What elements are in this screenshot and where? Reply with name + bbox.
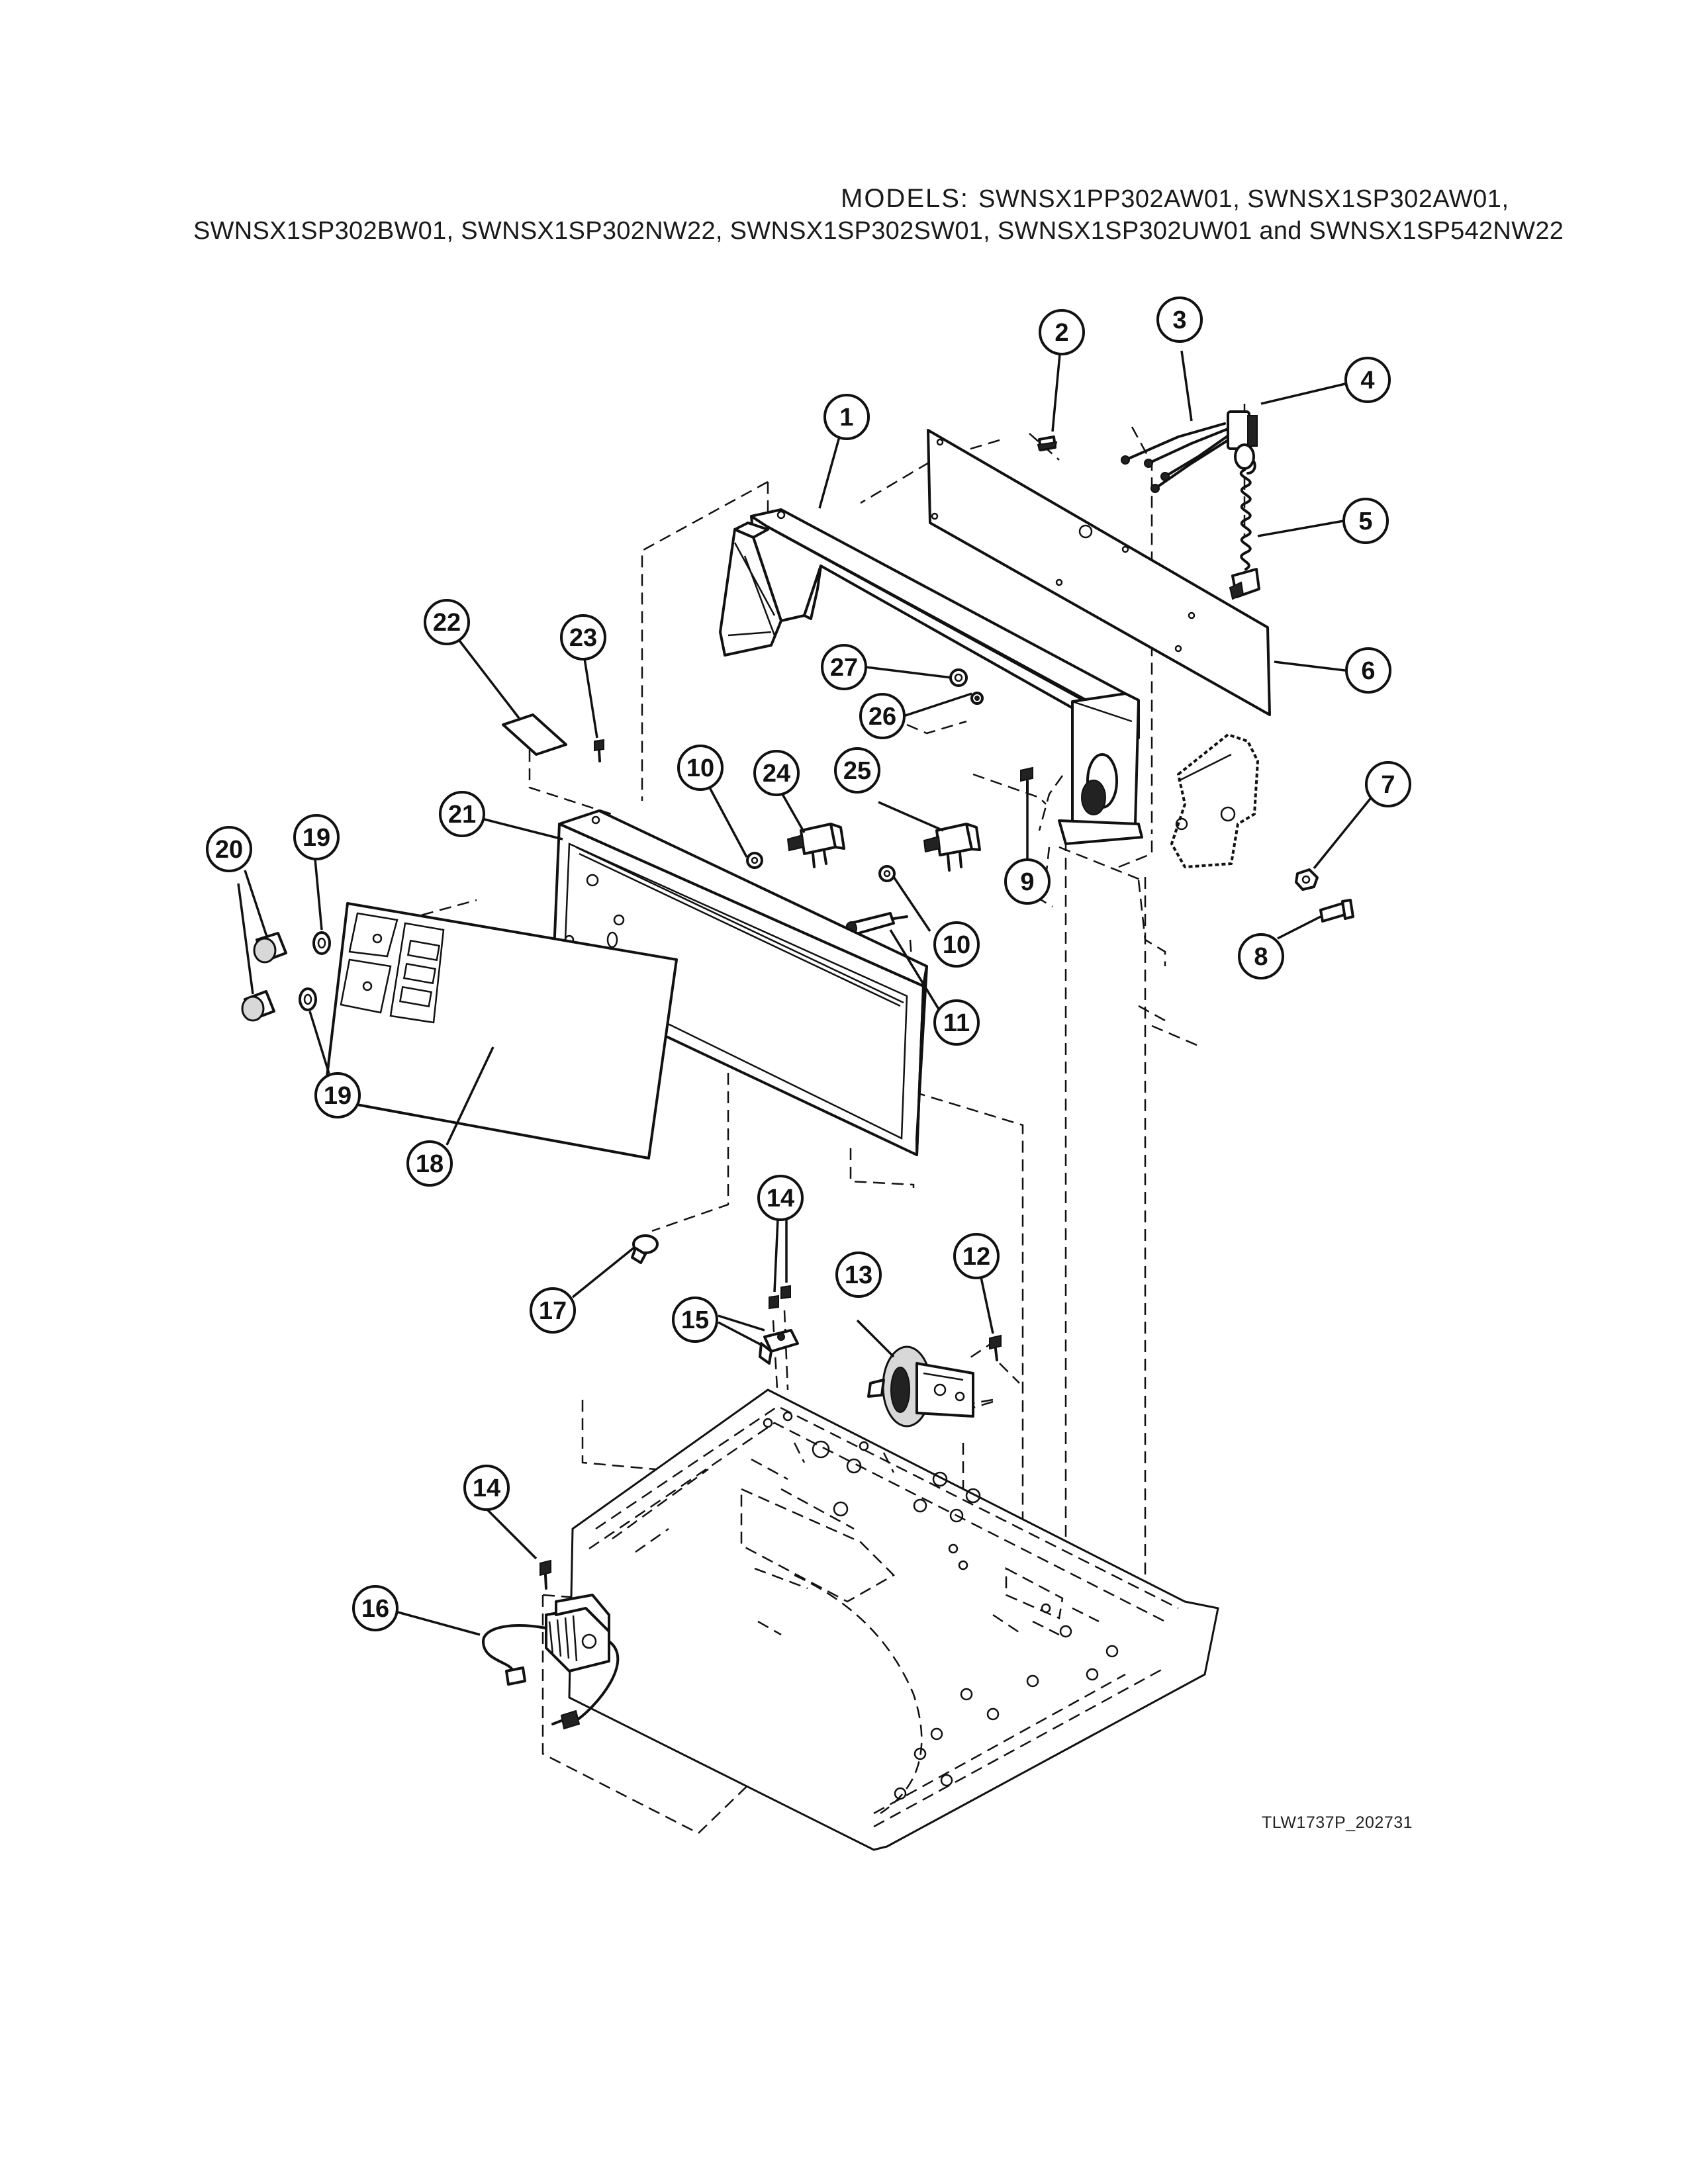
models-label: MODELS: [841, 184, 970, 213]
svg-text:24: 24 [763, 760, 790, 788]
callout-26: 26 [859, 693, 906, 739]
callout-10-a: 10 [677, 745, 724, 791]
transformer-16 [482, 1594, 620, 1730]
svg-text:19: 19 [303, 824, 330, 852]
screw-2 [1037, 435, 1058, 451]
washer-26 [970, 692, 984, 705]
plug-17 [631, 1234, 659, 1264]
leader-lines [237, 350, 1380, 1636]
cabinet-top [568, 1388, 1219, 1851]
knobs-20 [241, 932, 287, 1022]
svg-text:13: 13 [845, 1261, 872, 1289]
callout-10-b: 10 [933, 921, 980, 968]
callout-19-a: 19 [293, 814, 340, 860]
callout-15: 15 [672, 1297, 718, 1343]
models-list-1: SWNSX1PP302AW01, SWNSX1SP302AW01, [978, 185, 1509, 213]
svg-text:16: 16 [361, 1595, 389, 1623]
callout-8: 8 [1238, 933, 1284, 979]
svg-text:3: 3 [1172, 306, 1186, 334]
washers-10 [746, 852, 896, 882]
svg-text:1: 1 [839, 404, 853, 432]
models-header-line-1: MODELS: SWNSX1PP302AW01, SWNSX1SP302AW01, [841, 184, 1509, 214]
svg-text:26: 26 [868, 703, 896, 731]
callout-7: 7 [1365, 761, 1411, 807]
callout-24: 24 [753, 750, 800, 796]
svg-text:10: 10 [686, 754, 714, 782]
svg-text:19: 19 [324, 1082, 352, 1110]
svg-text:22: 22 [433, 609, 461, 637]
callout-11: 11 [933, 999, 980, 1046]
svg-text:21: 21 [448, 801, 476, 829]
bolt-8 [1319, 899, 1354, 923]
callout-27: 27 [821, 644, 867, 690]
callout-3: 3 [1156, 296, 1203, 343]
nut-27 [949, 668, 968, 687]
switch-25 [923, 823, 981, 872]
screw-9 [1020, 766, 1033, 794]
callout-2: 2 [1039, 309, 1085, 355]
overlay-panel-18 [323, 902, 678, 1160]
svg-text:7: 7 [1381, 771, 1395, 799]
callout-23: 23 [560, 614, 606, 660]
callout-12: 12 [953, 1233, 1000, 1279]
svg-text:8: 8 [1254, 943, 1268, 971]
svg-text:12: 12 [962, 1243, 990, 1271]
callout-5: 5 [1342, 498, 1389, 544]
svg-text:25: 25 [843, 757, 871, 785]
callout-14-b: 14 [463, 1465, 510, 1511]
svg-text:11: 11 [943, 1009, 970, 1037]
back-panel [927, 429, 1271, 716]
callout-9: 9 [1004, 858, 1051, 905]
control-13 [867, 1345, 974, 1428]
callout-20: 20 [206, 826, 252, 872]
svg-text:10: 10 [943, 931, 970, 959]
svg-text:14: 14 [473, 1475, 500, 1502]
svg-text:14: 14 [767, 1185, 794, 1212]
callout-25: 25 [834, 747, 880, 794]
screw-12 [989, 1334, 1002, 1361]
screws-14-upper [769, 1285, 791, 1310]
callout-13: 13 [835, 1251, 882, 1298]
drawing-code: TLW1737P_202731 [1262, 1813, 1413, 1832]
terminal-bracket [1170, 733, 1259, 868]
svg-text:9: 9 [1020, 868, 1034, 896]
callout-18: 18 [406, 1140, 453, 1187]
callout-4: 4 [1344, 357, 1391, 403]
callout-21: 21 [439, 791, 485, 837]
svg-text:2: 2 [1055, 319, 1068, 347]
nut-7 [1295, 868, 1319, 891]
models-header-line-2: SWNSX1SP302BW01, SWNSX1SP302NW22, SWNSX1… [193, 217, 1564, 245]
svg-text:23: 23 [569, 624, 597, 652]
svg-text:4: 4 [1360, 367, 1374, 394]
clips-15 [759, 1329, 799, 1365]
callout-1: 1 [823, 394, 870, 440]
screw-23 [594, 739, 604, 762]
callout-19-b: 19 [314, 1072, 361, 1118]
knob-rings-19 [299, 931, 331, 1011]
svg-text:17: 17 [539, 1297, 567, 1325]
switch-24 [786, 823, 845, 868]
svg-text:18: 18 [416, 1150, 444, 1178]
callout-14-a: 14 [757, 1175, 804, 1221]
callout-22: 22 [424, 599, 470, 645]
callout-17: 17 [530, 1287, 576, 1334]
callout-16: 16 [352, 1585, 399, 1631]
svg-text:27: 27 [830, 654, 858, 682]
console-support [719, 508, 1143, 845]
svg-text:15: 15 [681, 1306, 709, 1334]
svg-text:5: 5 [1358, 508, 1372, 535]
screw-14-lower [539, 1559, 551, 1590]
svg-text:6: 6 [1361, 657, 1375, 685]
label-22 [502, 713, 567, 756]
svg-text:20: 20 [215, 836, 243, 864]
callout-6: 6 [1345, 647, 1391, 694]
power-cord-harness [1121, 410, 1260, 600]
